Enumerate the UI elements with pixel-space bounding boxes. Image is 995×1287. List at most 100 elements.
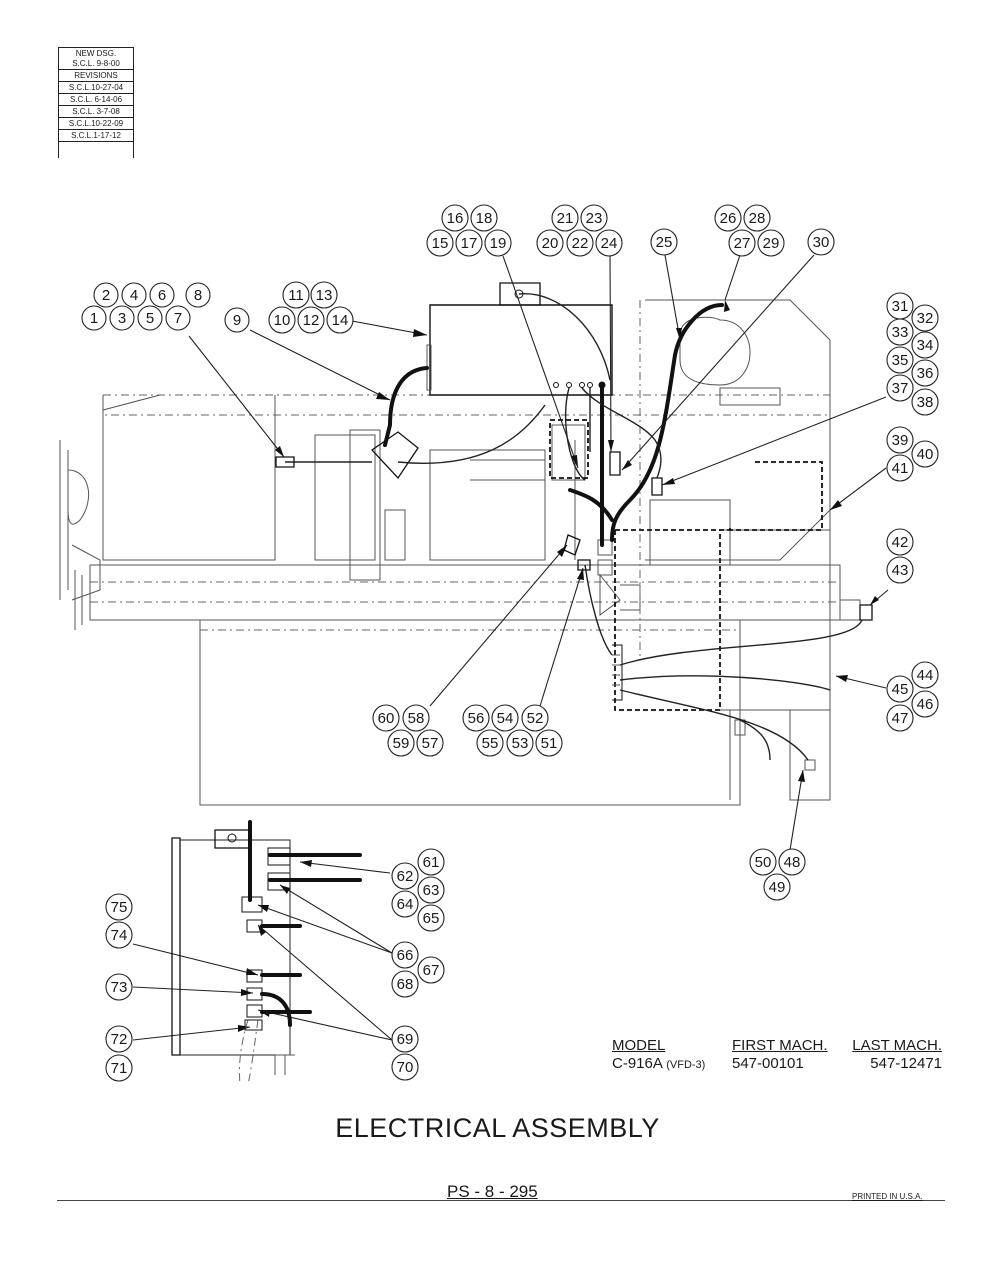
callout-46: 46 [911, 690, 939, 718]
callout-47-label: 47 [892, 710, 909, 727]
callout-72-label: 72 [111, 1031, 128, 1048]
model-cell: C-916A (VFD-3) [612, 1055, 732, 1074]
footer-rule [57, 1200, 945, 1201]
callout-6: 6 [149, 282, 175, 308]
revision-entry: S.C.L.10-22-09 [59, 118, 133, 130]
callout-9: 9 [224, 307, 250, 333]
callout-59: 59 [387, 729, 415, 757]
callout-57-label: 57 [422, 735, 439, 752]
callout-61: 61 [417, 848, 445, 876]
callout-21-label: 21 [557, 210, 574, 227]
callout-14-label: 14 [332, 312, 349, 329]
callout-61-label: 61 [423, 854, 440, 871]
first-mach-cell: 547-00101 [732, 1055, 804, 1072]
callout-73-label: 73 [111, 979, 128, 996]
model-name: C-916A [612, 1055, 663, 1072]
callout-23: 23 [580, 204, 608, 232]
revision-block: NEW DSG. S.C.L. 9-8-00 REVISIONS S.C.L.1… [58, 47, 134, 158]
callout-35: 35 [886, 346, 914, 374]
revision-entry: S.C.L. 3-7-08 [59, 106, 133, 118]
callout-18-label: 18 [476, 210, 493, 227]
callout-58: 58 [402, 704, 430, 732]
callout-13: 13 [310, 281, 338, 309]
callout-56: 56 [462, 704, 490, 732]
callout-54: 54 [491, 704, 519, 732]
callout-35-label: 35 [892, 352, 909, 369]
callout-7: 7 [165, 305, 191, 331]
callout-31: 31 [886, 292, 914, 320]
callout-41-label: 41 [892, 460, 909, 477]
callout-25-label: 25 [656, 234, 673, 251]
callout-4-label: 4 [130, 287, 138, 304]
model-variant: (VFD-3) [666, 1059, 706, 1071]
callout-31-label: 31 [892, 298, 909, 315]
printed-in-usa: PRINTED IN U.S.A. [852, 1192, 923, 1201]
electrical-box [275, 282, 873, 711]
callout-19: 19 [484, 229, 512, 257]
callout-36: 36 [911, 359, 939, 387]
callout-23-label: 23 [586, 210, 603, 227]
callout-65: 65 [417, 904, 445, 932]
callout-33: 33 [886, 318, 914, 346]
callout-12: 12 [297, 306, 325, 334]
revision-original-line: S.C.L. 9-8-00 [72, 59, 120, 68]
callout-11-label: 11 [288, 287, 304, 304]
callout-8-label: 8 [194, 287, 202, 304]
first-mach-header: FIRST MACH. [732, 1037, 828, 1054]
callout-71: 71 [105, 1054, 133, 1082]
callout-25: 25 [650, 228, 678, 256]
callout-44-label: 44 [917, 667, 934, 684]
callout-27-label: 27 [734, 235, 751, 252]
callout-5: 5 [137, 305, 163, 331]
callout-50: 50 [749, 848, 777, 876]
callout-29: 29 [757, 229, 785, 257]
callout-26-label: 26 [720, 210, 737, 227]
callout-27: 27 [728, 229, 756, 257]
callouts: 1 2 3 4 5 6 7 8 9 10 11 12 13 14 15 16 1… [81, 204, 939, 1082]
callout-74-label: 74 [111, 927, 128, 944]
callout-14: 14 [326, 306, 354, 334]
callout-33-label: 33 [892, 324, 909, 341]
callout-52: 52 [521, 704, 549, 732]
callout-29-label: 29 [763, 235, 780, 252]
callout-2-label: 2 [102, 287, 110, 304]
callout-24: 24 [595, 229, 623, 257]
callout-44: 44 [911, 661, 939, 689]
callout-73: 73 [105, 973, 133, 1001]
revision-entry: S.C.L. 6-14-06 [59, 94, 133, 106]
callout-70-label: 70 [397, 1059, 414, 1076]
callout-37: 37 [886, 374, 914, 402]
callout-28-label: 28 [749, 210, 766, 227]
callout-52-label: 52 [527, 710, 544, 727]
callout-47: 47 [886, 704, 914, 732]
revision-original-line: NEW DSG. [75, 49, 117, 58]
callout-10-label: 10 [274, 312, 291, 329]
callout-38: 38 [911, 388, 939, 416]
callout-48: 48 [778, 848, 806, 876]
callout-59-label: 59 [393, 735, 410, 752]
callout-75: 75 [105, 893, 133, 921]
callout-48-label: 48 [784, 854, 801, 871]
revision-entry: S.C.L.1-17-12 [59, 130, 133, 142]
callout-12-label: 12 [303, 312, 320, 329]
callout-72: 72 [105, 1025, 133, 1053]
callout-51: 51 [535, 729, 563, 757]
callout-16-label: 16 [447, 210, 464, 227]
callout-55: 55 [476, 729, 504, 757]
callout-37-label: 37 [892, 380, 909, 397]
callout-2: 2 [93, 282, 119, 308]
callout-57: 57 [416, 729, 444, 757]
callout-63: 63 [417, 876, 445, 904]
callout-21: 21 [551, 204, 579, 232]
callout-63-label: 63 [423, 882, 440, 899]
callout-28: 28 [743, 204, 771, 232]
callout-45: 45 [886, 675, 914, 703]
callout-18: 18 [470, 204, 498, 232]
callout-43-label: 43 [892, 562, 909, 579]
callout-43: 43 [886, 556, 914, 584]
callout-53-label: 53 [512, 735, 529, 752]
model-header: MODEL [612, 1037, 666, 1054]
callout-15-label: 15 [432, 235, 449, 252]
callout-49-label: 49 [769, 879, 786, 896]
callout-62: 62 [391, 862, 419, 890]
